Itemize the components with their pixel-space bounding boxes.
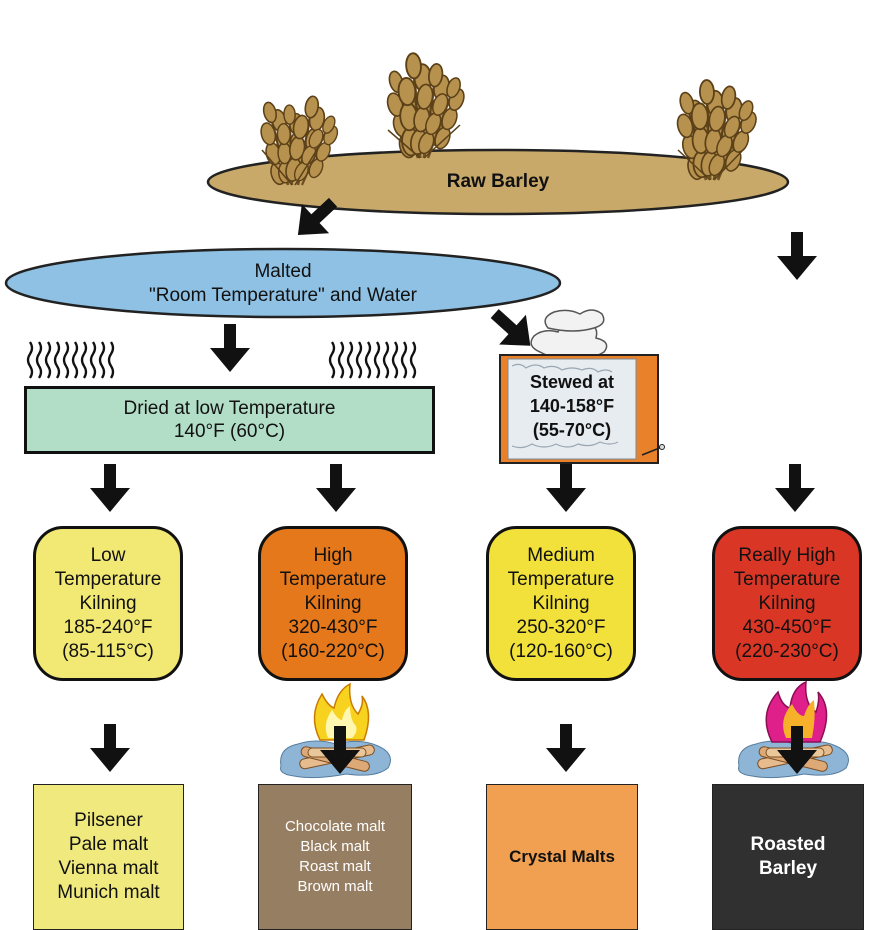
arrow-icon	[210, 324, 250, 372]
raw-barley-label: Raw Barley	[398, 168, 598, 196]
kiln-celsius: (85-115°C)	[62, 640, 154, 662]
kiln-label: Temperature	[54, 568, 162, 590]
kiln-celsius: (120-160°C)	[509, 640, 613, 662]
steam-icon	[530, 309, 608, 359]
malt-name: Vienna malt	[58, 858, 159, 879]
wheat-icon	[252, 92, 345, 192]
raw-barley-text: Raw Barley	[446, 171, 550, 192]
kiln-label: Kilning	[304, 592, 362, 614]
wheat-icon	[378, 50, 472, 164]
arrow-icon	[777, 232, 817, 280]
malt-name: Pale malt	[68, 834, 149, 855]
kiln-fahrenheit: 250-320°F	[516, 616, 606, 638]
kiln-fahrenheit: 185-240°F	[63, 616, 153, 638]
malt-name: Roasted	[750, 834, 826, 855]
kiln-label: Low	[90, 544, 126, 566]
malt-name: Crystal Malts	[509, 847, 615, 866]
kiln-fahrenheit: 320-430°F	[288, 616, 378, 638]
crystal-malts-box: Crystal Malts	[486, 784, 638, 930]
dried-temperature: 140°F (60°C)	[173, 421, 286, 442]
malt-name: Pilsener	[74, 810, 143, 831]
kiln-label: Temperature	[507, 568, 615, 590]
pot-icon	[499, 354, 665, 464]
dried-box: Dried at low Temperature 140°F (60°C)	[24, 386, 435, 454]
really-high-temperature-kilning: Really High Temperature Kilning 430-450°…	[712, 526, 862, 681]
malted-subtitle: "Room Temperature" and Water	[149, 285, 417, 306]
kiln-label: Kilning	[758, 592, 816, 614]
malt-name: Black malt	[300, 838, 370, 855]
kiln-fahrenheit: 430-450°F	[742, 616, 832, 638]
heat-waves-icon	[26, 341, 115, 379]
kiln-label: Kilning	[532, 592, 590, 614]
malt-name: Chocolate malt	[284, 818, 386, 835]
arrow-icon	[546, 724, 586, 772]
campfire-icon	[280, 682, 391, 779]
arrow-icon	[775, 464, 815, 512]
stewed-fahrenheit: 140-158°F	[529, 396, 615, 416]
pale-malts-box: Pilsener Pale malt Vienna malt Munich ma…	[33, 784, 184, 930]
medium-temperature-kilning: Medium Temperature Kilning 250-320°F (12…	[486, 526, 636, 681]
arrow-icon	[481, 298, 544, 361]
kiln-celsius: (220-230°C)	[735, 640, 839, 662]
kiln-label: Temperature	[279, 568, 387, 590]
arrow-icon	[316, 464, 356, 512]
malted-title: Malted	[254, 261, 312, 282]
high-temperature-kilning: High Temperature Kilning 320-430°F (160-…	[258, 526, 408, 681]
stewed-celsius: (55-70°C)	[532, 420, 612, 440]
malt-name: Munich malt	[57, 882, 160, 903]
arrow-icon	[90, 724, 130, 772]
malt-name: Brown malt	[297, 878, 373, 895]
heat-waves-icon	[328, 341, 417, 379]
arrow-icon	[90, 464, 130, 512]
kiln-label: Medium	[527, 544, 595, 566]
low-temperature-kilning: Low Temperature Kilning 185-240°F (85-11…	[33, 526, 183, 681]
kiln-label: Really High	[738, 544, 836, 566]
roasted-barley-box: Roasted Barley	[712, 784, 864, 930]
wheat-icon	[668, 78, 764, 187]
dried-title: Dried at low Temperature	[123, 398, 336, 419]
dark-malts-box: Chocolate malt Black malt Roast malt Bro…	[258, 784, 412, 930]
campfire-icon	[738, 680, 849, 779]
malted-label: Malted "Room Temperature" and Water	[70, 260, 496, 308]
stewed-label: Stewed at 140-158°F (55-70°C)	[510, 368, 634, 444]
malt-name: Roast malt	[299, 858, 371, 875]
malted-ellipse	[4, 247, 562, 319]
raw-barley-field	[206, 148, 790, 216]
arrow-icon	[546, 464, 586, 512]
kiln-label: High	[313, 544, 353, 566]
kiln-celsius: (160-220°C)	[281, 640, 385, 662]
stewed-title: Stewed at	[529, 372, 615, 392]
kiln-label: Kilning	[79, 592, 137, 614]
malt-name: Barley	[758, 858, 818, 879]
kiln-label: Temperature	[733, 568, 841, 590]
